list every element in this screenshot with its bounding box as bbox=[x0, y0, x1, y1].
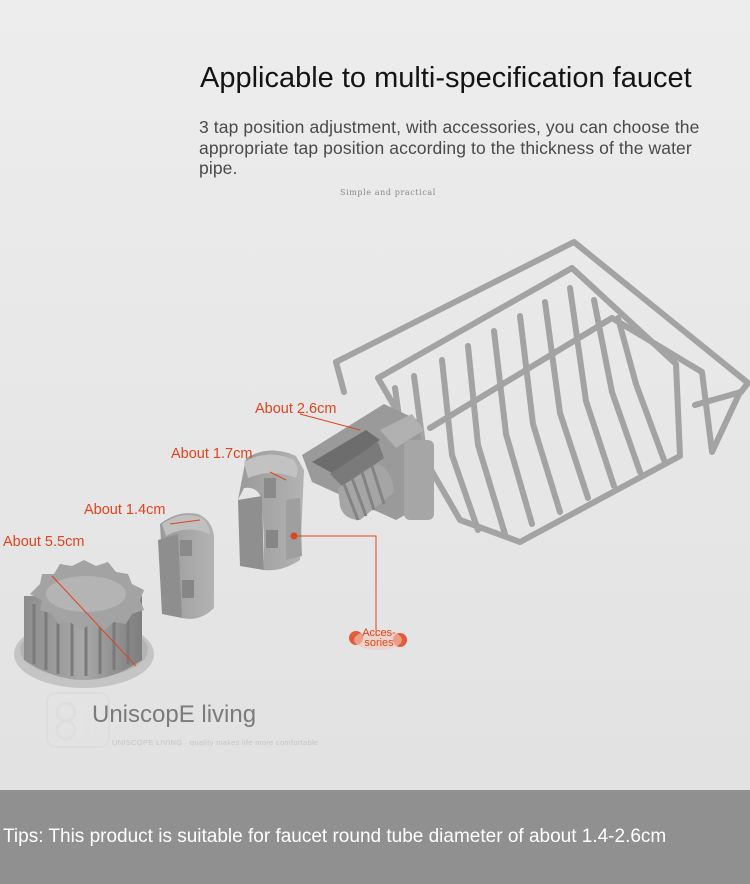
product-illustration bbox=[14, 239, 750, 688]
tips-text: Tips: This product is suitable for fauce… bbox=[3, 826, 667, 847]
accessories-callout-bubble bbox=[349, 630, 407, 650]
dimension-label-large-clip: About 2.6cm bbox=[255, 401, 337, 417]
knob-assembly bbox=[14, 560, 154, 688]
faucet-holder bbox=[302, 404, 434, 521]
page-title: Applicable to multi-specification faucet bbox=[200, 62, 692, 94]
brand-name: UniscopE living bbox=[92, 701, 257, 728]
small-clip bbox=[158, 513, 214, 619]
accessories-label: Acces- sories bbox=[353, 627, 405, 649]
brand-tagline: UNISCOPE LIVING · quality makes life mor… bbox=[112, 738, 319, 747]
dimension-lines bbox=[51, 413, 377, 667]
brand-logo bbox=[46, 692, 110, 748]
medium-clip bbox=[238, 450, 304, 571]
dimension-label-medium-clip: About 1.7cm bbox=[171, 446, 253, 462]
accessories-label-line1: Acces- bbox=[362, 627, 396, 639]
drain-basket bbox=[333, 239, 750, 545]
product-description: 3 tap position adjustment, with accessor… bbox=[199, 117, 700, 178]
tips-bar: Tips: This product is suitable for fauce… bbox=[0, 790, 750, 884]
dimension-label-small-clip: About 1.4cm bbox=[84, 502, 166, 518]
dimension-label-knob: About 5.5cm bbox=[3, 534, 85, 550]
accessories-label-line2: sories bbox=[364, 637, 394, 649]
brand-logo-icon bbox=[55, 701, 94, 741]
slogan-text: Simple and practical bbox=[340, 188, 436, 197]
